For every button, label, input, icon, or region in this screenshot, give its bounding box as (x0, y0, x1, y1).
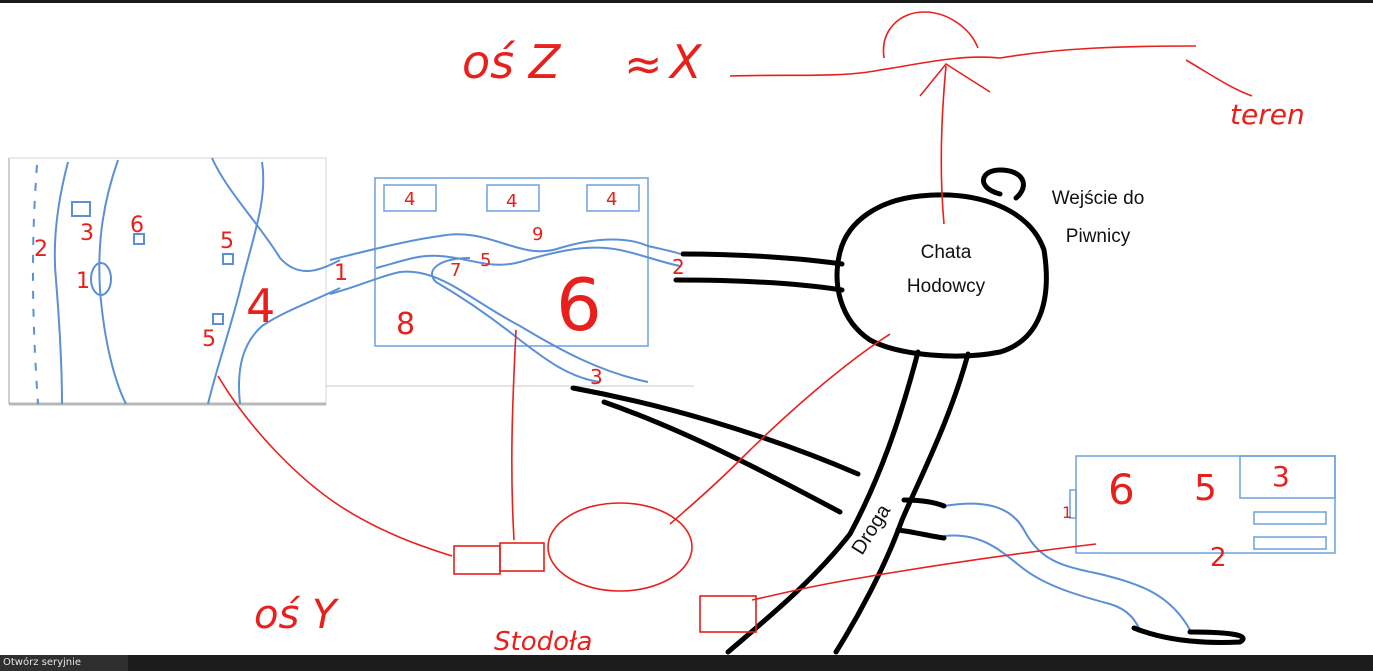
hut-outline (834, 192, 1049, 359)
center-map-river-loop (431, 257, 601, 383)
left-map-label: 3 (80, 221, 94, 246)
center-map-label: 8 (396, 307, 415, 342)
arrow-right-map-to-box (751, 543, 1097, 601)
bottom-taskbar (0, 655, 1373, 671)
left-map-river-a (53, 161, 69, 405)
center-map-frame (374, 177, 649, 347)
arrow-left-map-to-stodola (217, 375, 453, 557)
hut-label-line2: Hodowcy (906, 276, 986, 297)
left-map-building-d (222, 253, 234, 265)
red-annotations (217, 11, 1253, 633)
center-map-label: 6 (556, 263, 602, 347)
right-map-building-c (1253, 536, 1327, 550)
right-map-label: 5 (1194, 468, 1217, 509)
left-map-road-left (207, 161, 265, 405)
right-map-river-b (943, 534, 1141, 631)
road-end-hook (1131, 625, 1246, 645)
axis-x-label: X (668, 35, 703, 89)
terrain-label: teren (1230, 98, 1305, 131)
center-map-label: 4 (404, 189, 415, 210)
arrow-hut-to-circle (669, 333, 891, 525)
cellar-entrance-outline (981, 167, 1026, 201)
road-main-left (725, 349, 921, 655)
red-box-small (699, 595, 757, 633)
top-window-edge (0, 0, 1373, 3)
center-map-label: 4 (506, 191, 517, 212)
terrain-hill (882, 11, 979, 59)
z-arrow-shaft (940, 65, 947, 225)
left-map-building-b (133, 233, 145, 245)
terrain-line (729, 45, 1197, 77)
left-map-label: 4 (246, 279, 275, 333)
left-map-label: 6 (130, 213, 144, 238)
center-map-building-b (486, 184, 540, 212)
center-map-building-c (586, 184, 640, 212)
left-map-building-a (71, 201, 91, 217)
approx-sign: ≈ (624, 37, 663, 91)
road-to-hut-lower (673, 277, 845, 293)
axis-y-label: oś Y (254, 592, 340, 638)
arrow-center-map-to-stodola (511, 329, 517, 541)
road-spur-upper (901, 497, 947, 509)
center-map-label: 7 (450, 260, 461, 281)
center-map-label: 4 (606, 189, 617, 210)
status-tooltip: Otwórz seryjnie (0, 655, 128, 671)
road-main-right (833, 351, 971, 655)
left-map-label: 1 (76, 269, 90, 294)
left-map-label: 1 (334, 261, 348, 286)
right-map-label: 3 (1272, 460, 1290, 493)
stodola-label: Stodoła (494, 627, 592, 657)
road-spur-lower (895, 527, 947, 541)
roads-and-hut (570, 167, 1246, 655)
right-map-building-a (1239, 455, 1336, 499)
left-map-panel: 2 3 6 1 5 5 4 1 (8, 157, 348, 406)
left-map-building-c (90, 262, 112, 296)
center-map-label: 9 (532, 224, 543, 245)
right-map-river-a (943, 502, 1191, 631)
cellar-label-line1: Wejście do (1051, 188, 1145, 209)
stodola-box-right (499, 542, 545, 572)
center-map-panel: 4 4 4 9 7 5 6 8 2 3 (326, 177, 694, 389)
right-map-panel: 1 6 5 3 2 (943, 455, 1336, 631)
center-map-label: 5 (480, 250, 491, 271)
road-east-a (570, 385, 861, 477)
road-east-b (601, 399, 843, 515)
cellar-label-line2: Piwnicy (1065, 226, 1131, 247)
right-map-entrance (1069, 489, 1077, 519)
road-to-hut-upper (680, 251, 845, 267)
center-map-river-mid (375, 246, 681, 269)
left-map-road-top (211, 157, 341, 273)
hut-label-line1: Chata (920, 242, 972, 263)
right-map-label: 2 (1210, 543, 1227, 573)
center-map-river-top (329, 233, 681, 261)
center-map-river-lower (329, 270, 649, 383)
right-map-label: 6 (1108, 465, 1135, 514)
left-map-label: 5 (202, 327, 216, 352)
red-handwriting: oś Z ≈ X teren oś Y Stodoła (254, 35, 1305, 657)
stodola-box-left (453, 545, 501, 575)
center-map-label: 3 (590, 365, 603, 389)
z-arrow-head (919, 62, 991, 97)
right-map-building-b (1253, 511, 1327, 525)
center-map-building-a (383, 184, 437, 212)
right-map-label: 1 (1062, 503, 1072, 522)
red-circle-area (547, 502, 693, 592)
left-map-river-b (98, 159, 127, 405)
left-map-label: 2 (34, 237, 48, 262)
left-map-label: 5 (220, 229, 234, 254)
left-map-road-bottom (238, 287, 341, 405)
left-map-dashed-border (31, 164, 39, 405)
center-map-label: 2 (672, 255, 685, 279)
axis-z-label: oś Z (462, 35, 562, 89)
left-map-building-e (212, 313, 224, 325)
terrain-pointer (1185, 59, 1253, 97)
